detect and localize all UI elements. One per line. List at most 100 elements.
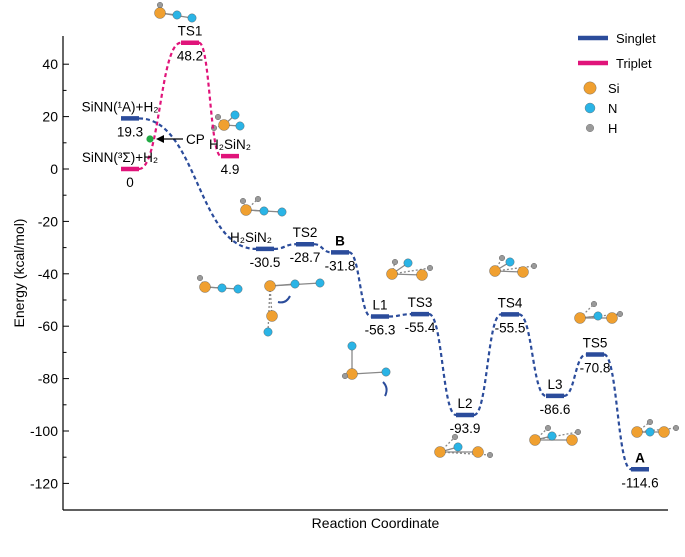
atom-h [342, 373, 349, 380]
atom-n [645, 427, 655, 437]
atom-si [606, 312, 618, 324]
level-value-TS1: 48.2 [177, 49, 203, 64]
level-name-singlet-reactant: SiNN(¹A)+H₂ [82, 99, 159, 114]
connector-triplet [197, 41, 223, 158]
atom-h [647, 419, 654, 426]
molecule-structure [210, 110, 245, 131]
atom-si [264, 280, 276, 292]
molecule-structure [239, 195, 287, 217]
level-value-TS2: -28.7 [290, 250, 321, 265]
level-name-TS5: TS5 [583, 335, 608, 350]
level-value-A: -114.6 [621, 475, 658, 490]
atom-n [315, 278, 325, 288]
y-tick-label: -100 [30, 423, 58, 439]
atom-n [217, 283, 227, 293]
atom-si [658, 426, 670, 438]
atom-n [453, 442, 463, 452]
legend-atom-n [584, 102, 596, 114]
atom-h [499, 254, 506, 261]
connector-singlet [473, 313, 502, 417]
atom-h [673, 425, 680, 432]
atom-h [531, 263, 538, 270]
atom-h [214, 113, 221, 120]
level-value-TS3: -55.4 [405, 320, 436, 335]
atom-h [254, 195, 261, 202]
atom-n [233, 284, 243, 294]
level-labels: SiNN(¹A)+H₂19.3SiNN(³Σ)+H₂0TS148.2H₂SiN₂… [82, 24, 659, 491]
y-tick-label: -120 [30, 475, 58, 491]
level-value-L1: -56.3 [365, 323, 396, 338]
y-tick-label: 0 [50, 161, 58, 177]
atom-h [575, 429, 582, 436]
atom-si [346, 368, 358, 380]
crossing-point: CP [146, 132, 205, 147]
level-name-L3: L3 [547, 377, 562, 392]
molecule-structure [196, 275, 243, 294]
molecule-structure [154, 2, 197, 23]
atom-n [593, 311, 603, 321]
atom-h [487, 452, 494, 459]
molecule-structure [574, 301, 624, 324]
level-name-TS1: TS1 [178, 24, 203, 39]
atom-si [529, 434, 541, 446]
crossing-point-dot [146, 135, 154, 143]
legend-atom-label-h: H [608, 121, 617, 136]
atom-n [381, 367, 391, 377]
y-tick-label: -20 [38, 213, 58, 229]
level-value-triplet-H2SiN2: 4.9 [221, 162, 240, 177]
structure-hook [382, 381, 388, 397]
level-name-L1: L1 [372, 298, 387, 313]
connector-paths [138, 41, 632, 471]
molecule-structure [529, 425, 582, 446]
atom-si [218, 119, 230, 131]
legend-atom-label-n: N [608, 101, 617, 116]
y-tick-label: -80 [38, 371, 58, 387]
atom-n [172, 10, 182, 20]
structure-hook [277, 295, 291, 304]
atom-h [239, 197, 246, 204]
bond [534, 427, 549, 441]
atom-si [631, 426, 643, 438]
level-name-TS4: TS4 [498, 295, 523, 310]
bond [267, 285, 271, 333]
level-value-singlet-reactant: 19.3 [117, 124, 143, 139]
molecular-structures [154, 2, 680, 459]
level-name-TS3: TS3 [408, 295, 433, 310]
connector-singlet [388, 313, 412, 318]
atom-si [517, 266, 529, 278]
connector-singlet [428, 313, 457, 417]
atom-h [427, 265, 434, 272]
x-axis-title: Reaction Coordinate [312, 515, 440, 531]
molecule-structure [631, 419, 680, 438]
atom-h [591, 301, 598, 308]
atom-h [545, 425, 552, 432]
atom-n [547, 431, 557, 441]
level-value-L2: -93.9 [450, 421, 481, 436]
bond [391, 267, 431, 275]
connector-singlet [563, 353, 587, 397]
y-tick-label: -60 [38, 318, 58, 334]
atom-si [489, 265, 501, 277]
y-axis-title: Energy (kcal/mol) [11, 219, 27, 328]
y-tick-label: -40 [38, 266, 58, 282]
atom-n [277, 207, 287, 217]
molecule-structure [434, 434, 494, 459]
atom-h [452, 434, 459, 441]
atom-h [617, 311, 624, 318]
atom-n [347, 341, 357, 351]
y-tick-label: 20 [42, 109, 58, 125]
molecule-structure [489, 254, 538, 278]
connector-singlet [348, 251, 372, 318]
atom-n [187, 13, 197, 23]
atom-si [434, 446, 446, 458]
level-value-singlet-H2SiN2: -30.5 [250, 255, 281, 270]
legend-atom-si [583, 81, 597, 95]
connector-triplet [138, 41, 182, 171]
crossing-point-label: CP [186, 132, 205, 147]
level-value-B: -31.8 [325, 258, 356, 273]
level-name-singlet-H2SiN2: H₂SiN₂ [230, 230, 272, 245]
